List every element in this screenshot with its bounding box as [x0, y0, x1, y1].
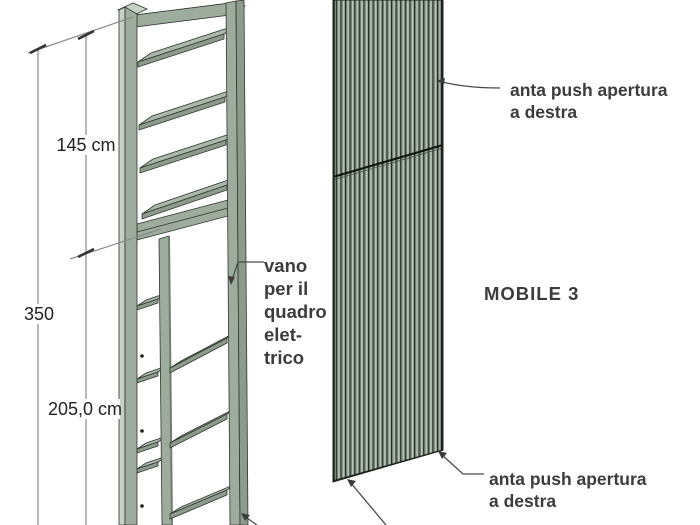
- shelf-front-edge: [169, 489, 228, 520]
- arrowhead-upleft-icon: [241, 513, 250, 521]
- label-compartment: vano per il quadro elet- trico: [264, 255, 332, 368]
- door-joint-shadow: [332, 147, 444, 181]
- top-rail: [134, 1, 239, 28]
- labels: vano per il quadro elet- trico anta push…: [264, 80, 672, 511]
- upper-shelves: [137, 24, 241, 220]
- dim-label-bg: [49, 399, 120, 419]
- extension-line-top: [27, 16, 134, 54]
- dim-label-upper: 145 cm: [56, 135, 115, 155]
- shelf-top-face: [139, 130, 240, 169]
- shelf-front-edge: [138, 96, 226, 131]
- leader-compartment: [231, 261, 264, 281]
- shelf-front-edge: [169, 413, 228, 449]
- left-stile: [124, 6, 138, 525]
- dim-label-bg: [22, 304, 56, 324]
- arrowhead-upleft-icon: [438, 451, 447, 459]
- mid-rail-joint: [136, 207, 229, 233]
- shelf-pin: [140, 504, 144, 508]
- arrowhead-upleft-icon: [347, 479, 356, 487]
- diagram-title: MOBILE 3: [484, 283, 579, 304]
- slat-door-panel: [332, 0, 444, 483]
- shelf-pin: [140, 354, 144, 358]
- lower-divider-edge: [168, 235, 173, 525]
- arrowhead-left-icon: [436, 78, 445, 84]
- big-shelves: [169, 330, 239, 520]
- panel-bottom-edge: [332, 449, 444, 482]
- shelf-top-face: [138, 87, 239, 126]
- leader-door-bottom: [440, 453, 484, 475]
- shelf-front-edge: [169, 337, 228, 374]
- shelf-pin: [140, 429, 144, 433]
- label-door-top: anta push apertura a destra: [510, 80, 672, 122]
- left-stile-highlight: [118, 6, 126, 525]
- dim-tick: [29, 43, 47, 55]
- cabinet-drawing: [117, 0, 249, 525]
- shelf-front-edge: [137, 33, 225, 68]
- leader-door-top: [439, 80, 501, 89]
- dim-label-lower: 205,0 cm: [48, 399, 122, 419]
- shelf-top-face: [137, 24, 238, 63]
- shelf-front-edge: [139, 139, 227, 174]
- right-stile: [225, 0, 241, 525]
- shelf-front-edge: [141, 184, 228, 220]
- dim-tick: [77, 247, 95, 259]
- leader-panel-corner: [349, 481, 387, 525]
- slat-panel-surface: [332, 0, 444, 483]
- door-joint-line: [332, 143, 444, 179]
- dim-label-bg: [58, 135, 114, 155]
- dim-tick: [77, 29, 95, 41]
- label-door-bottom: anta push apertura a destra: [489, 469, 651, 511]
- leader-arrows: [228, 78, 501, 525]
- arrowhead-down-icon: [228, 276, 235, 285]
- dim-label-overall: 350: [24, 304, 54, 324]
- dimension-lines: 145 cm 350 205,0 cm: [22, 16, 162, 525]
